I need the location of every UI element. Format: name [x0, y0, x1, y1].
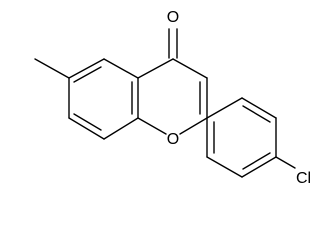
chlorine-bond: [275, 156, 296, 169]
aryl-link-bond: [206, 97, 243, 119]
bond: [242, 105, 271, 123]
bond: [172, 58, 208, 79]
bond: [179, 117, 208, 135]
bond: [206, 156, 243, 178]
bond: [242, 152, 271, 170]
bond: [68, 58, 105, 79]
chlorine-label: Cl: [296, 170, 311, 187]
pyranone-ring: [137, 58, 208, 135]
carbonyl-oxygen-label: O: [167, 9, 179, 26]
bond: [73, 66, 102, 83]
chemical-structure-diagram: O O Cl: [34, 9, 311, 187]
bond: [137, 58, 174, 79]
methyl-bond: [34, 58, 70, 79]
bond: [241, 97, 277, 119]
bond: [68, 117, 105, 140]
bond: [73, 113, 102, 131]
bond: [103, 117, 139, 140]
benzo-ring: [68, 58, 139, 140]
bond: [103, 58, 139, 79]
bond: [137, 117, 167, 135]
bond: [241, 156, 277, 178]
chlorophenyl-ring: [206, 97, 277, 178]
ring-oxygen-label: O: [167, 131, 179, 148]
